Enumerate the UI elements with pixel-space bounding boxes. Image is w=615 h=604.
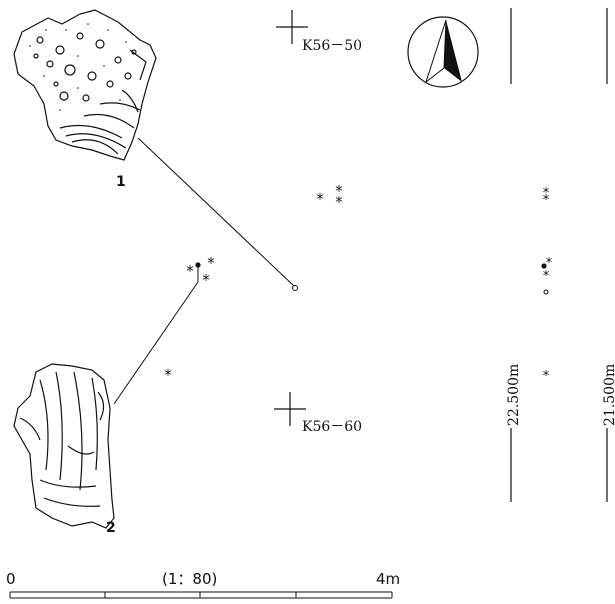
find-marker: *	[186, 262, 194, 280]
artifact-1-drawing	[13, 9, 157, 161]
scale-start-label: 0	[6, 570, 16, 588]
artifact-2-leader-line	[113, 266, 199, 405]
artifact-1-number: 1	[116, 174, 126, 190]
find-marker: *	[164, 366, 172, 384]
artifact-2-number: 2	[106, 520, 116, 536]
find-marker: *	[207, 254, 215, 272]
grid-cross-k56-60	[274, 392, 306, 426]
artifact-1-find-point	[292, 285, 298, 291]
find-marker: *	[543, 186, 550, 201]
find-marker: *	[546, 256, 553, 271]
find-marker: *	[316, 190, 324, 208]
section-artifact-1-point	[543, 289, 549, 295]
north-arrow-icon	[407, 16, 479, 88]
section-artifact-2-point	[541, 263, 547, 269]
scale-ratio-label: (1：80)	[162, 570, 217, 588]
find-marker: *	[202, 271, 210, 289]
grid-label-k56-60: K56－60	[302, 419, 362, 435]
artifact-2-drawing	[13, 363, 115, 529]
elevation-label-21500: 21.500m	[602, 364, 615, 426]
find-marker: *	[543, 193, 550, 208]
artifact-2-find-point	[195, 262, 201, 268]
scale-end-label: 4m	[376, 570, 400, 588]
grid-label-k56-50: K56－50	[302, 38, 362, 54]
plan-find-markers: * * * * * * *	[164, 182, 343, 384]
grid-cross-k56-50	[276, 10, 308, 44]
find-marker: *	[335, 193, 343, 211]
scale-bar	[9, 591, 393, 599]
find-marker: *	[335, 182, 343, 200]
find-marker: *	[543, 269, 550, 284]
artifact-1-stipple	[29, 23, 127, 111]
elevation-label-22500: 22.500m	[506, 364, 522, 426]
artifact-1-leader-line	[137, 137, 295, 287]
section-find-markers: * * * * *	[543, 186, 553, 384]
find-marker: *	[543, 369, 550, 384]
